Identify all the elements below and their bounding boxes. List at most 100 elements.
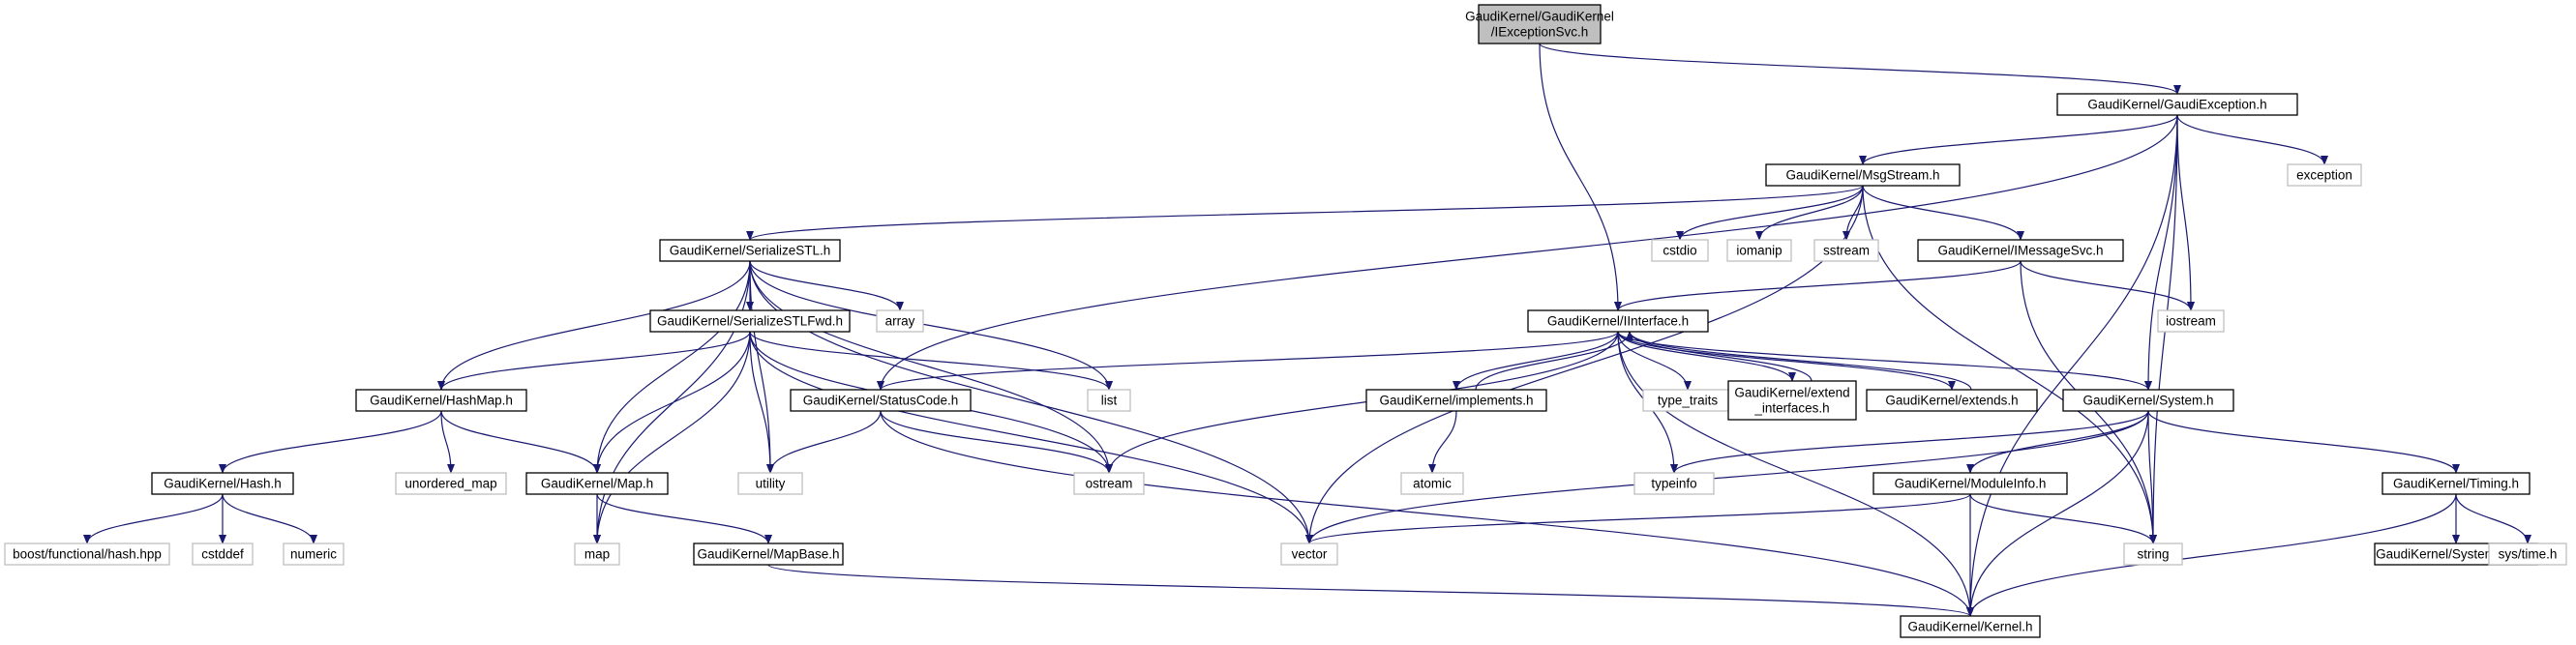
edge xyxy=(749,260,1113,391)
node-status[interactable]: GaudiKernel/StatusCode.h xyxy=(790,389,972,412)
node-box xyxy=(1765,163,1961,187)
edge xyxy=(749,331,774,474)
edge xyxy=(767,564,1974,617)
edge-impl-to-iint xyxy=(1475,331,1633,391)
node-label: unordered_map xyxy=(404,477,496,491)
edge-system-to-timing xyxy=(2147,410,2460,474)
edge-msgs-to-ser xyxy=(746,185,1864,241)
node-box xyxy=(737,472,803,495)
node-box xyxy=(525,472,669,495)
node-gexc[interactable]: GaudiKernel/GaudiException.h xyxy=(2056,93,2298,116)
edge xyxy=(1966,493,2457,617)
edge-gexc-to-status xyxy=(877,114,2178,391)
node-label: iostream xyxy=(2166,314,2216,329)
edge xyxy=(2176,114,2328,165)
node-box xyxy=(1365,389,1547,412)
edge-modinfo-to-vector xyxy=(1305,493,1971,544)
node-box xyxy=(283,542,344,566)
edge xyxy=(746,185,1864,241)
edge xyxy=(1453,331,1619,391)
node-label: GaudiKernel/SerializeSTLFwd.h xyxy=(657,314,843,329)
node-box xyxy=(2062,389,2234,412)
node-box xyxy=(1633,472,1715,495)
edge xyxy=(219,410,442,474)
node-label: GaudiKernel/SerializeSTL.h xyxy=(670,244,831,258)
node-iostream: iostream xyxy=(2157,309,2225,333)
edge-iint-to-typetraits xyxy=(1617,331,1692,391)
node-label: sstream xyxy=(1823,244,1870,258)
edge xyxy=(1859,114,2178,165)
node-label: boost/functional/hash.hpp xyxy=(13,547,162,562)
edge-hashmap-to-hash xyxy=(219,410,442,474)
edge-ser-to-mapH xyxy=(593,260,751,474)
node-kernel[interactable]: GaudiKernel/Kernel.h xyxy=(1900,615,2041,638)
edge xyxy=(2147,410,2157,544)
node-box xyxy=(1073,472,1145,495)
node-label: GaudiKernel/StatusCode.h xyxy=(803,394,959,408)
node-box xyxy=(1280,542,1338,566)
edge xyxy=(2176,114,2195,311)
node-box xyxy=(659,239,841,262)
node-label: sys/time.h xyxy=(2499,547,2558,562)
node-hashmap[interactable]: GaudiKernel/HashMap.h xyxy=(355,389,527,412)
node-layer: GaudiKernel/GaudiKernel/IExceptionSvc.hG… xyxy=(4,4,2567,638)
node-extends[interactable]: GaudiKernel/extends.h xyxy=(1866,389,2038,412)
edge xyxy=(1670,410,2149,474)
node-label: map xyxy=(584,547,610,562)
edge-hash-to-numeric xyxy=(222,493,317,544)
edge xyxy=(1755,185,1864,241)
edge-system-to-string xyxy=(2147,410,2157,544)
node-impl[interactable]: GaudiKernel/implements.h xyxy=(1365,389,1547,412)
edge xyxy=(1966,410,2149,617)
node-timing[interactable]: GaudiKernel/Timing.h xyxy=(2381,472,2531,495)
edge-status-to-utility xyxy=(766,410,882,474)
edge xyxy=(1105,331,1619,474)
edge xyxy=(596,493,772,544)
node-label: iomanip xyxy=(1736,244,1782,258)
node-serfwd[interactable]: GaudiKernel/SerializeSTLFwd.h xyxy=(649,309,851,333)
edge xyxy=(1969,493,2157,544)
node-label: numeric xyxy=(290,547,337,562)
edge-impl-to-atomic xyxy=(1428,410,1457,474)
edge-imsg-to-iostream xyxy=(2020,260,2195,311)
node-box xyxy=(1478,4,1602,44)
edge-system-to-typeinfo xyxy=(1670,410,2149,474)
node-iint[interactable]: GaudiKernel/IInterface.h xyxy=(1527,309,1709,333)
node-box xyxy=(2056,93,2298,116)
edge xyxy=(749,331,1313,544)
node-msgs[interactable]: GaudiKernel/MsgStream.h xyxy=(1765,163,1961,187)
node-ser[interactable]: GaudiKernel/SerializeSTL.h xyxy=(659,239,841,262)
edge xyxy=(1626,331,1812,382)
node-label: GaudiKernel/Hash.h xyxy=(164,477,282,491)
node-vector: vector xyxy=(1280,542,1338,566)
node-box xyxy=(1400,472,1464,495)
edge xyxy=(1617,331,1692,391)
node-cstdio: cstdio xyxy=(1651,239,1709,262)
node-system[interactable]: GaudiKernel/System.h xyxy=(2062,389,2234,412)
node-imsg[interactable]: GaudiKernel/IMessageSvc.h xyxy=(1917,239,2124,262)
edge-system-to-vector xyxy=(1305,410,2149,544)
node-label: GaudiKernel/extends.h xyxy=(1885,394,2018,408)
node-box xyxy=(693,542,844,566)
node-mapH[interactable]: GaudiKernel/Map.h xyxy=(525,472,669,495)
edge-hash-to-boosthash xyxy=(83,493,224,544)
edge-serfwd-to-mapH xyxy=(593,331,751,474)
edge xyxy=(880,410,1974,617)
node-label: GaudiKernel/GaudiException.h xyxy=(2087,98,2266,112)
edge xyxy=(1617,331,1956,391)
node-boosthash: boost/functional/hash.hpp xyxy=(4,542,170,566)
edge xyxy=(1617,331,1974,617)
edge xyxy=(749,331,1113,391)
node-extif[interactable]: GaudiKernel/extend_interfaces.h xyxy=(1727,380,1857,421)
node-hash[interactable]: GaudiKernel/Hash.h xyxy=(151,472,294,495)
edge xyxy=(1539,43,2181,95)
edge xyxy=(593,331,751,474)
edge xyxy=(1617,331,2152,391)
edge-root-to-iint xyxy=(1539,43,1622,311)
node-root[interactable]: GaudiKernel/GaudiKernel/IExceptionSvc.h xyxy=(1465,4,1614,44)
node-label: GaudiKernel/GaudiKernel xyxy=(1465,10,1614,24)
node-box xyxy=(1727,380,1857,421)
node-modinfo[interactable]: GaudiKernel/ModuleInfo.h xyxy=(1872,472,2068,495)
node-mapbase[interactable]: GaudiKernel/MapBase.h xyxy=(693,542,844,566)
edge-extends-to-iint xyxy=(1626,331,1972,391)
